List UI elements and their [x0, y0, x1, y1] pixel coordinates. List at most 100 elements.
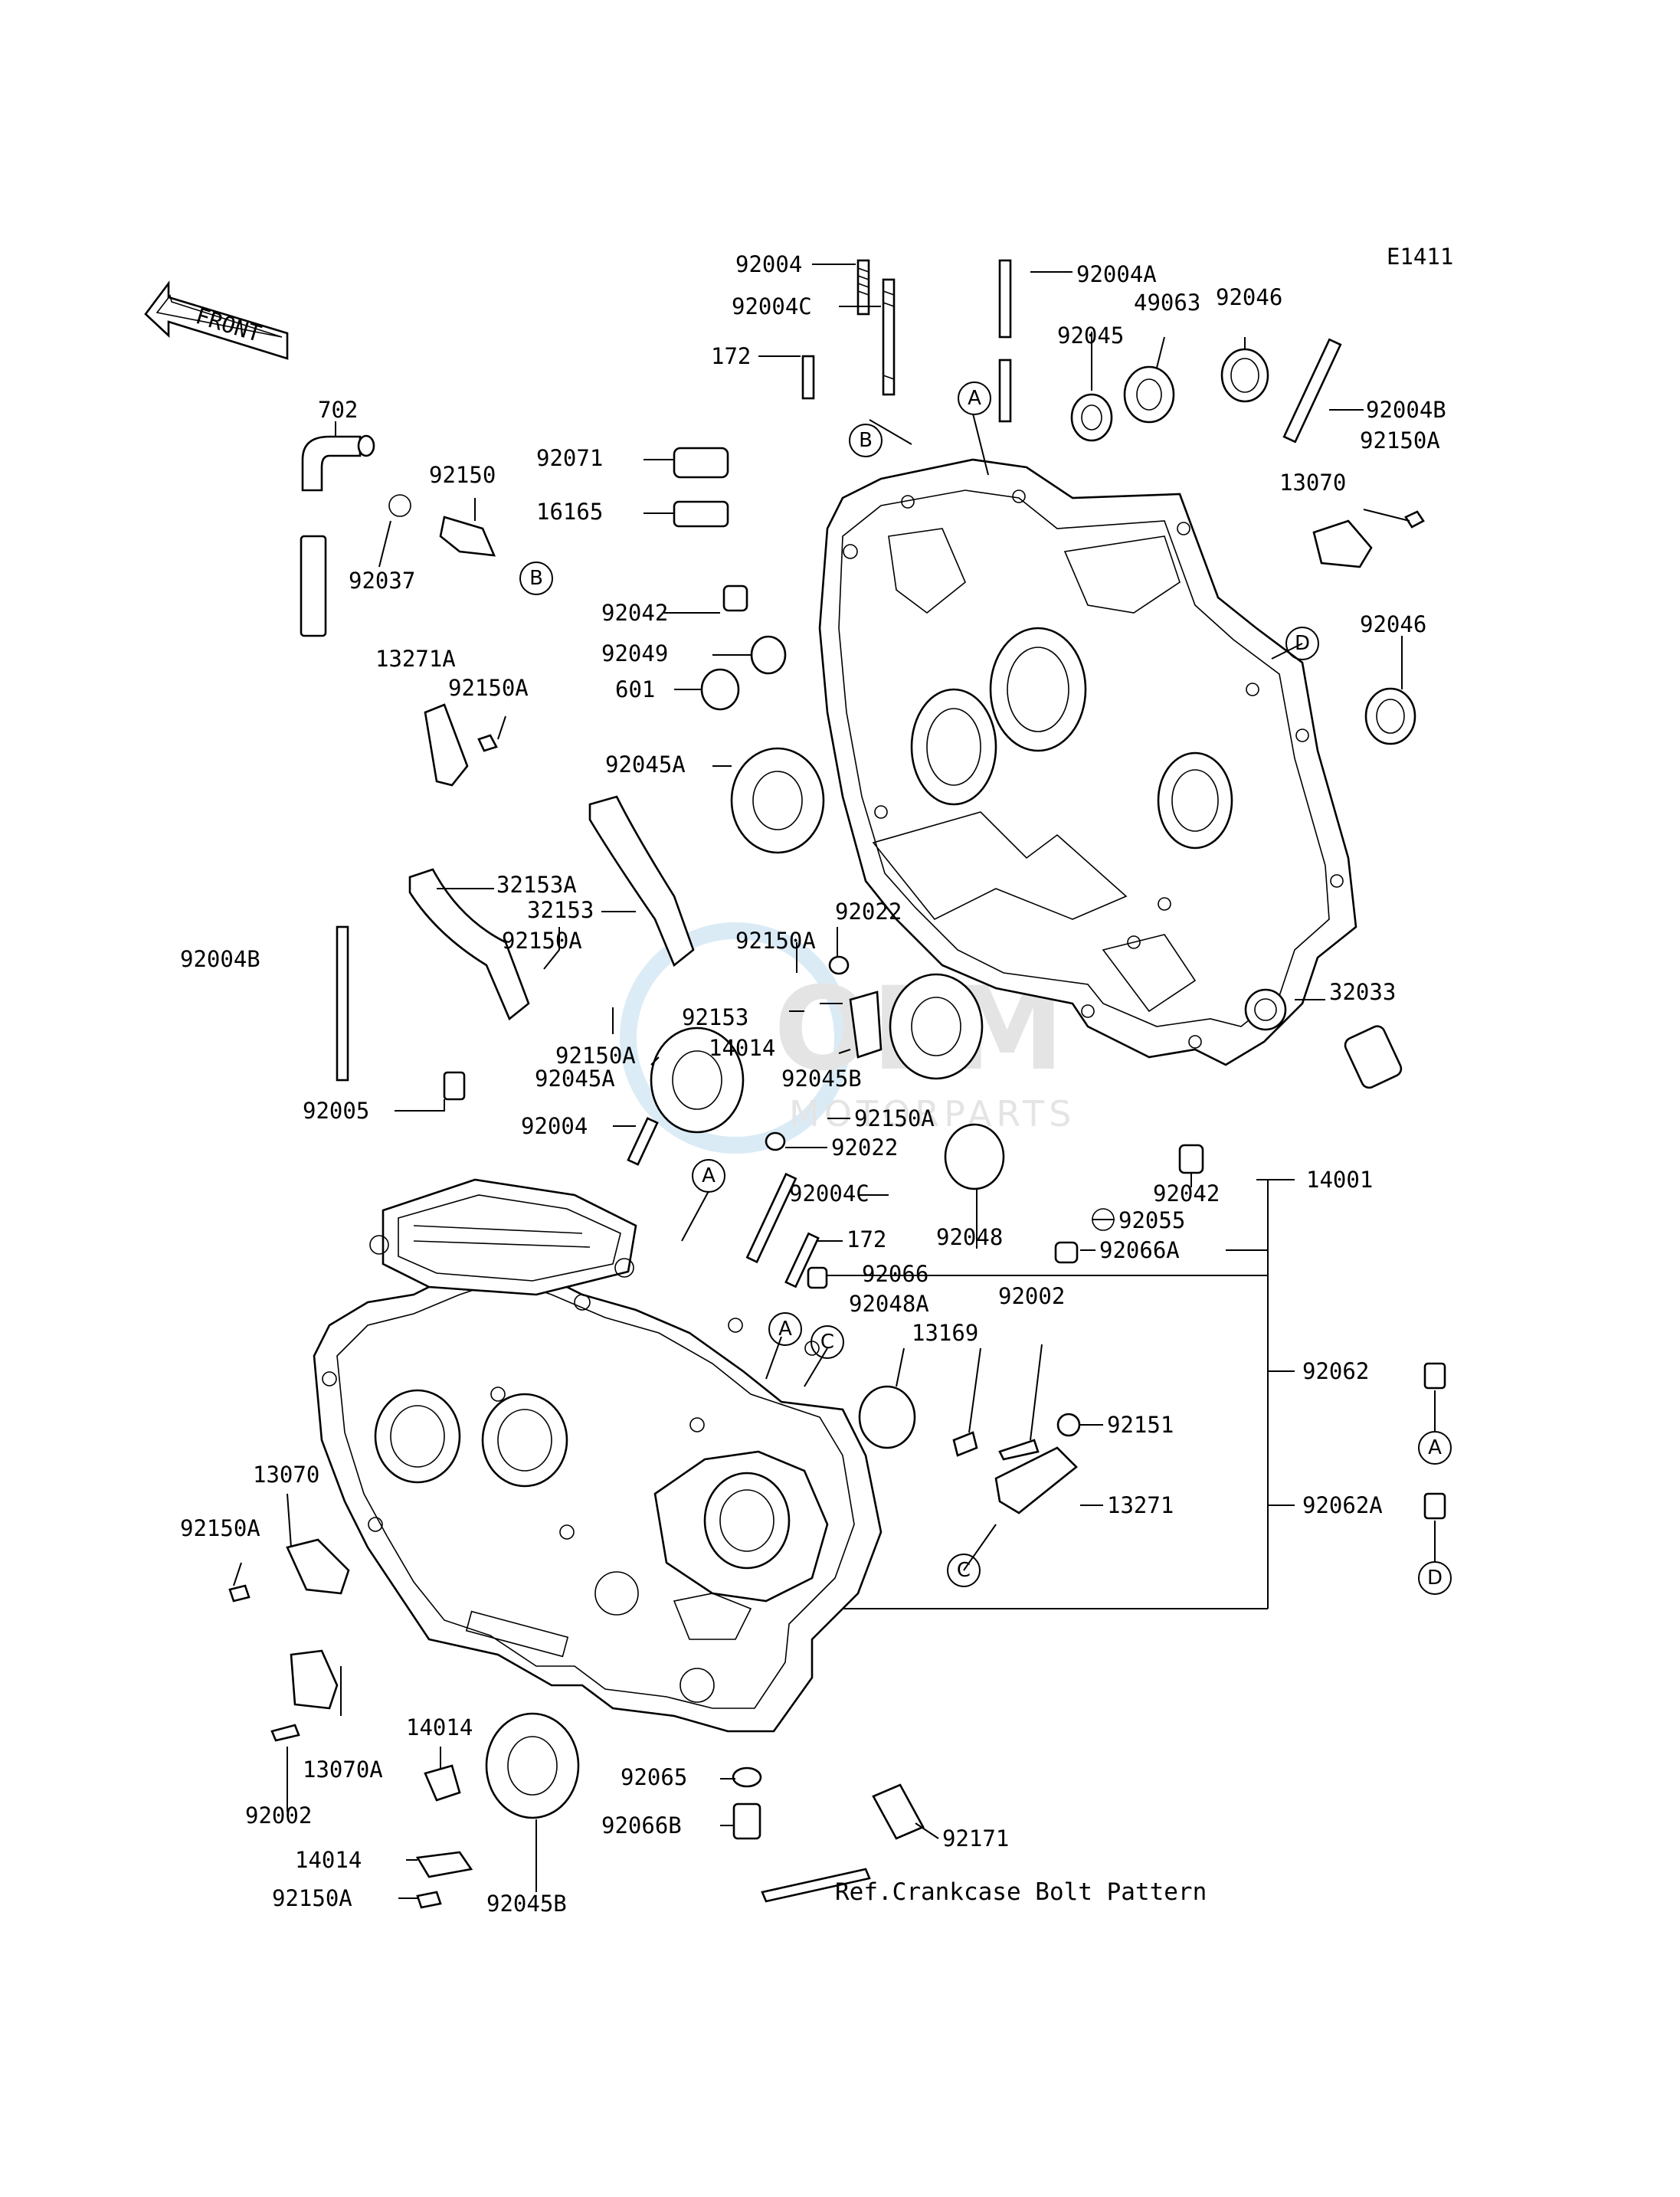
label-92071: 92071 [536, 445, 603, 471]
dowel-92042-mid [1178, 1144, 1204, 1174]
stud-92004 [856, 259, 870, 316]
plate-14014-low [424, 1764, 461, 1802]
label-92171: 92171 [942, 1825, 1009, 1852]
label-92004c: 92004C [732, 293, 812, 319]
stud-172-mid [784, 1232, 820, 1288]
bolt-ref [761, 1868, 871, 1903]
label-13169: 13169 [912, 1320, 978, 1346]
bolt-92002-left [270, 1724, 300, 1742]
label-172: 172 [711, 343, 751, 369]
label-92066: 92066 [862, 1261, 928, 1287]
cap-13070-top [1312, 519, 1373, 568]
plate-14014-mid [849, 990, 883, 1059]
bearing-49063 [1123, 365, 1175, 424]
label-92065: 92065 [621, 1764, 687, 1790]
label-92004c-mid: 92004C [789, 1180, 869, 1207]
label-92042-mid: 92042 [1153, 1180, 1220, 1207]
svg-text:D: D [1295, 632, 1310, 655]
label-92150a-bottom: 92150A [272, 1885, 352, 1911]
diagram-code: E1411 [1387, 244, 1453, 270]
callout-a-1: A [958, 381, 991, 415]
seal-92048a [858, 1385, 916, 1449]
label-92004a: 92004A [1076, 261, 1157, 287]
bearing-92045b-mid [889, 973, 984, 1080]
crankcase-right-half [818, 458, 1357, 1066]
label-92004: 92004 [735, 251, 802, 277]
label-13070a: 13070A [303, 1757, 383, 1783]
clip-13169 [952, 1431, 978, 1457]
label-92062: 92062 [1302, 1358, 1369, 1384]
hose-702 [300, 434, 375, 637]
label-16165: 16165 [536, 499, 603, 525]
label-32033: 32033 [1329, 979, 1396, 1005]
label-92150a: 92150A [1360, 427, 1440, 453]
cap-13070-left [286, 1538, 350, 1595]
label-92004b: 92004B [1366, 397, 1446, 423]
guide-92171 [872, 1783, 925, 1840]
label-92151: 92151 [1107, 1412, 1174, 1438]
label-92150a-c: 92150A [735, 928, 816, 954]
label-92066a: 92066A [1099, 1237, 1180, 1263]
pipe-32153a [408, 868, 530, 1021]
dowel-92042-top [722, 584, 748, 612]
label-92153: 92153 [682, 1004, 748, 1030]
label-92150a-left: 92150A [180, 1515, 260, 1541]
part-number-labels: 92004 92004A 92004C 49063 92046 92045 17… [180, 251, 1446, 1917]
label-92150a-e: 92150A [555, 1043, 636, 1069]
label-14001: 14001 [1306, 1167, 1373, 1193]
label-172-mid: 172 [847, 1226, 886, 1252]
callout-c-2: C [947, 1554, 981, 1587]
label-92002-left: 92002 [245, 1802, 312, 1829]
label-14014-low: 14014 [406, 1714, 473, 1740]
callout-b-1: B [519, 562, 553, 595]
label-14014: 14014 [709, 1035, 775, 1061]
callout-a-4: A [1418, 1431, 1452, 1465]
label-92150a-f: 92150A [854, 1105, 935, 1131]
label-92045b: 92045B [781, 1066, 862, 1092]
label-92045a: 92045A [605, 751, 686, 778]
label-92150a-b: 92150A [448, 675, 529, 701]
bearing-601 [700, 668, 740, 711]
gasket-16165 [673, 500, 729, 528]
bracket-13271a [424, 703, 469, 787]
plug-92062a [1423, 1492, 1446, 1520]
label-32153a: 32153A [496, 872, 577, 898]
callout-d-2: D [1418, 1561, 1452, 1595]
watermark-motorparts: MOTORPARTS [789, 1093, 1076, 1135]
label-92002: 92002 [998, 1283, 1065, 1309]
stud-92004-mid [627, 1117, 659, 1166]
svg-text:A: A [968, 387, 981, 410]
reference-note: Ref.Crankcase Bolt Pattern [835, 1878, 1207, 1906]
plug-92066 [807, 1266, 828, 1289]
label-92045b-low: 92045B [486, 1891, 567, 1917]
label-13070: 13070 [1279, 470, 1346, 496]
pipe-32153 [588, 795, 695, 968]
svg-text:C: C [957, 1559, 971, 1582]
bearing-92045b-low [485, 1712, 580, 1819]
label-92045: 92045 [1057, 323, 1124, 349]
label-13271a: 13271A [375, 646, 456, 672]
label-92066b: 92066B [601, 1812, 682, 1838]
crankcase-left-half [313, 1178, 883, 1733]
parts-drawings [228, 259, 1446, 1909]
sleeve-32033 [1344, 1025, 1403, 1089]
gasket-92071 [673, 447, 729, 479]
stud-92004b-left [336, 925, 349, 1082]
svg-text:A: A [702, 1164, 716, 1187]
label-32153: 32153 [527, 897, 594, 923]
seal-92048 [944, 1123, 1005, 1190]
svg-text:B: B [859, 429, 873, 452]
stud-92004c-top [882, 278, 896, 396]
bolt-92002-mid [998, 1439, 1040, 1461]
stud-92004c-mid [745, 1172, 797, 1264]
svg-text:A: A [778, 1318, 792, 1341]
callout-b-2: B [849, 424, 883, 457]
svg-text:C: C [820, 1331, 834, 1354]
stud-92004a-top [998, 259, 1012, 423]
label-92048: 92048 [936, 1224, 1003, 1250]
label-702: 702 [318, 397, 358, 423]
seal-92049 [750, 635, 787, 675]
bearing-92046-right [1364, 687, 1416, 745]
clip-92037 [388, 494, 411, 517]
